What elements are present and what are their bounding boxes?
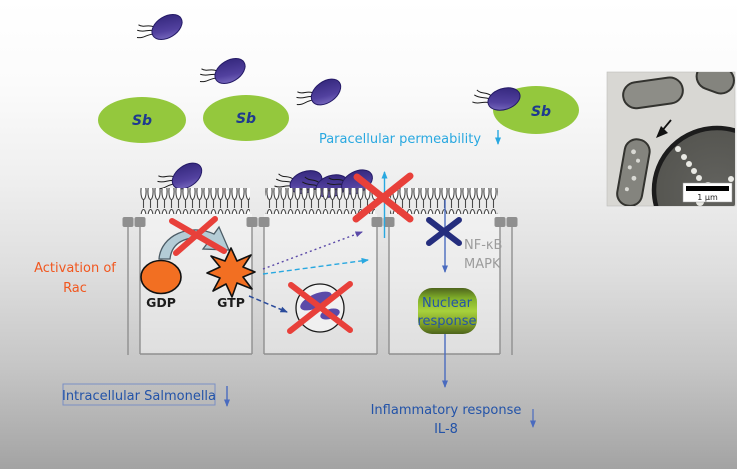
salmonella-bacterium — [194, 47, 251, 97]
salmonella-bacterium — [131, 3, 188, 53]
em-scale-bar: 1 µm — [682, 182, 733, 203]
microvilli-brush-border — [390, 188, 498, 214]
em-rod-bacteria — [616, 72, 735, 206]
sb-yeast-oval — [203, 95, 289, 141]
svg-text:Rac: Rac — [63, 281, 87, 296]
intracellular-salmonella-label: Intracellular Salmonella — [62, 389, 216, 404]
sb-label: Sb — [236, 111, 256, 127]
tight-junctions — [122, 217, 518, 227]
caption-box — [62, 383, 216, 406]
paracellular-permeability-label: Paracellular permeability — [319, 132, 481, 147]
nuclear-response-capsule — [418, 288, 477, 334]
intracellular-salmonella-caption: Intracellular Salmonella — [62, 383, 230, 407]
rac-cycle: GDP GTP — [140, 216, 256, 310]
gdp-circle — [140, 259, 182, 295]
em-micrograph: 1 µm — [606, 71, 736, 207]
svg-text:Activation of: Activation of — [34, 261, 116, 276]
red-cross-icon — [352, 172, 414, 223]
activation-of-rac-label: Activation of Rac — [34, 261, 116, 296]
salmonella-bacterium — [290, 68, 347, 120]
salmonella-group — [131, 3, 524, 207]
epithelial-cells — [122, 188, 518, 355]
gdp-gtp-curved-arrow — [158, 225, 231, 260]
il8-label: IL-8 — [434, 422, 458, 437]
microvilli-brush-border — [265, 188, 375, 214]
nfkb-pathway: NF-κB MAPK Nuclear response — [417, 200, 502, 388]
inflammatory-response-label: Inflammatory response — [371, 403, 522, 418]
gtp-starburst — [206, 247, 256, 298]
gtp-label: GTP — [217, 295, 245, 310]
microvilli-brush-border — [140, 188, 250, 214]
em-scale-label: 1 µm — [697, 193, 718, 202]
salmonella-vacuole — [287, 281, 353, 334]
dashed-arrow-to-vacuole — [248, 295, 288, 313]
sb-yeast-oval — [98, 97, 186, 143]
navy-cross-icon — [426, 217, 462, 246]
mapk-label: MAPK — [464, 257, 501, 272]
nuclear-response-label: response — [417, 314, 476, 329]
dashed-arrow-permeability — [262, 257, 369, 275]
nfkb-label: NF-κB — [464, 238, 502, 253]
em-arrowhead-icon — [656, 126, 668, 138]
gdp-label: GDP — [146, 295, 176, 310]
nuclear-response-label: Nuclear — [422, 296, 473, 311]
inflammatory-response-caption: Inflammatory response IL-8 — [371, 403, 536, 437]
sb-label: Sb — [132, 113, 152, 129]
lateral-membranes — [127, 227, 513, 355]
sb-label: Sb — [531, 104, 551, 120]
red-cross-icon — [169, 216, 227, 256]
red-cross-icon — [287, 281, 353, 334]
